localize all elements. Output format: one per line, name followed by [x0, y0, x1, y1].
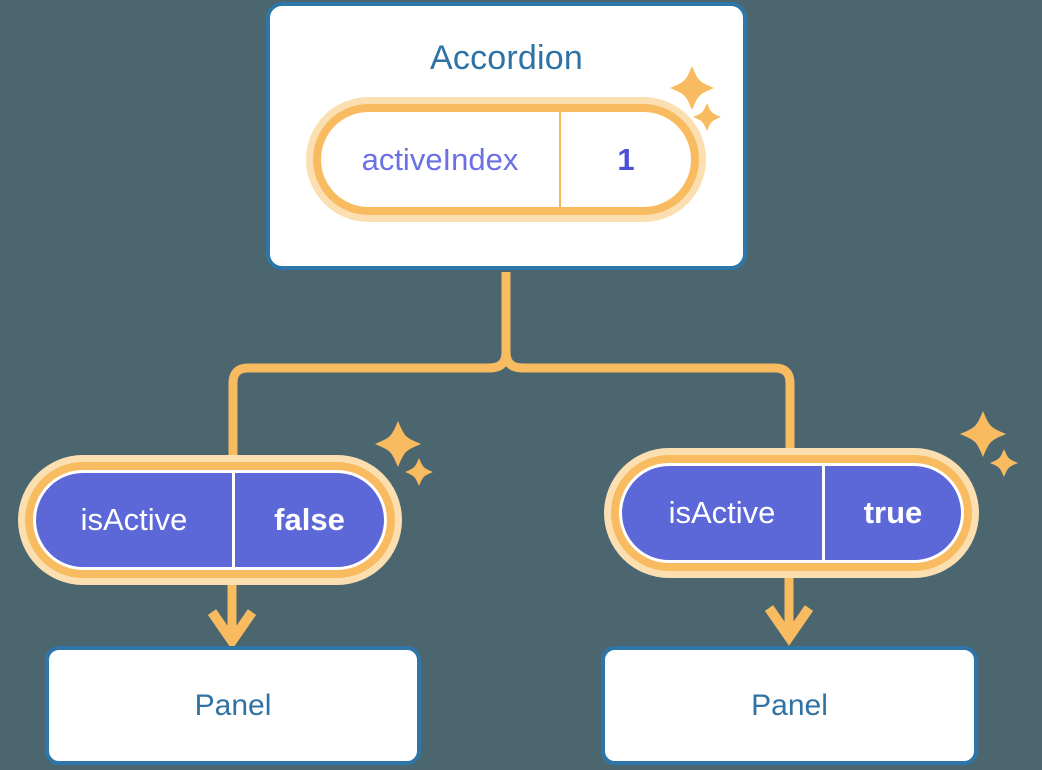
- state-value-label: false: [232, 473, 384, 567]
- connector-split-left: [228, 347, 511, 467]
- sparkle-large-icon: [960, 411, 1006, 457]
- component-card-panel-left[interactable]: Panel: [45, 646, 421, 765]
- sparkle-decoration-right: [956, 407, 1022, 481]
- state-pill-body: isActive false: [33, 470, 387, 570]
- state-value-label: 1: [559, 112, 691, 207]
- sparkle-large-icon: [375, 421, 421, 467]
- sparkle-small-icon: [990, 449, 1018, 477]
- state-key-label: activeIndex: [361, 141, 519, 177]
- state-pill-active-index[interactable]: activeIndex 1: [306, 97, 706, 222]
- state-value-label: true: [822, 466, 961, 560]
- panel-title: Panel: [194, 688, 272, 722]
- state-pill-is-active-left[interactable]: isActive false: [18, 455, 402, 585]
- component-card-panel-right[interactable]: Panel: [601, 646, 978, 765]
- state-pill-is-active-right[interactable]: isActive true: [604, 448, 979, 578]
- state-key-label: isActive: [668, 495, 776, 530]
- arrow-right-head: [764, 605, 814, 646]
- state-pill-highlight-ring: isActive false: [25, 462, 395, 578]
- sparkle-small-icon: [405, 458, 433, 486]
- panel-title: Panel: [751, 688, 828, 722]
- state-pill-highlight-ring: activeIndex 1: [313, 104, 699, 215]
- connector-split-right: [501, 347, 795, 460]
- state-key-label: isActive: [80, 502, 188, 537]
- state-pill-highlight-ring: isActive true: [611, 455, 972, 571]
- state-pill-body: isActive true: [619, 463, 964, 563]
- state-pill-body: activeIndex 1: [321, 112, 691, 207]
- arrow-left-head: [207, 609, 257, 650]
- page-title: Accordion: [430, 39, 583, 77]
